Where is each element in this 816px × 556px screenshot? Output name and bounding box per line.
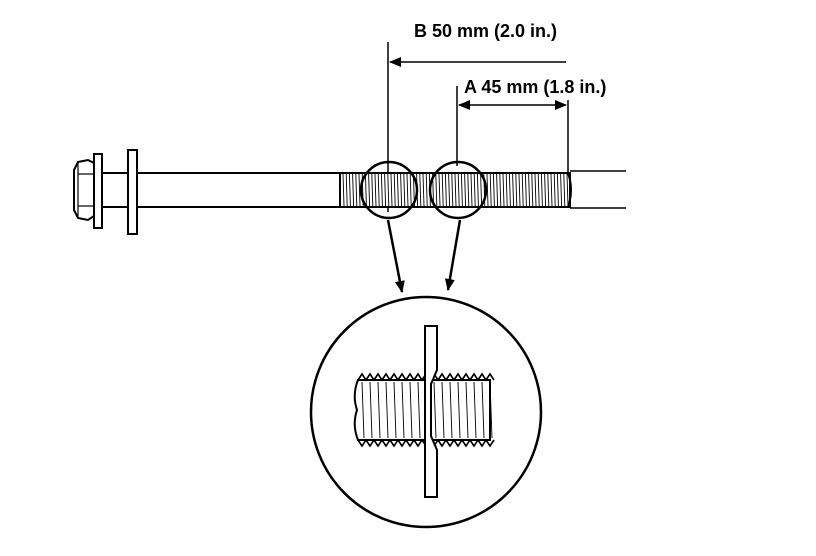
magnified-threaded-rod (353, 379, 491, 441)
inspection-circle-b (359, 160, 419, 220)
bolt-washer (127, 149, 138, 235)
magnified-thread-lines (361, 381, 493, 439)
bolt-flange (93, 153, 103, 229)
bolt (73, 149, 626, 235)
pointer-arrow-b (386, 219, 405, 293)
dimension-a-label: A 45 mm (1.8 in.) (464, 77, 606, 97)
dimension-b-label: B 50 mm (2.0 in.) (414, 21, 557, 41)
thread-pitch-gauge (424, 325, 438, 498)
bolt-head (73, 158, 95, 222)
inspection-circle-a (428, 160, 488, 220)
dimension-a: A 45 mm (1.8 in.) (456, 77, 606, 166)
pointer-arrow-a (444, 219, 462, 291)
magnified-detail (309, 295, 543, 529)
